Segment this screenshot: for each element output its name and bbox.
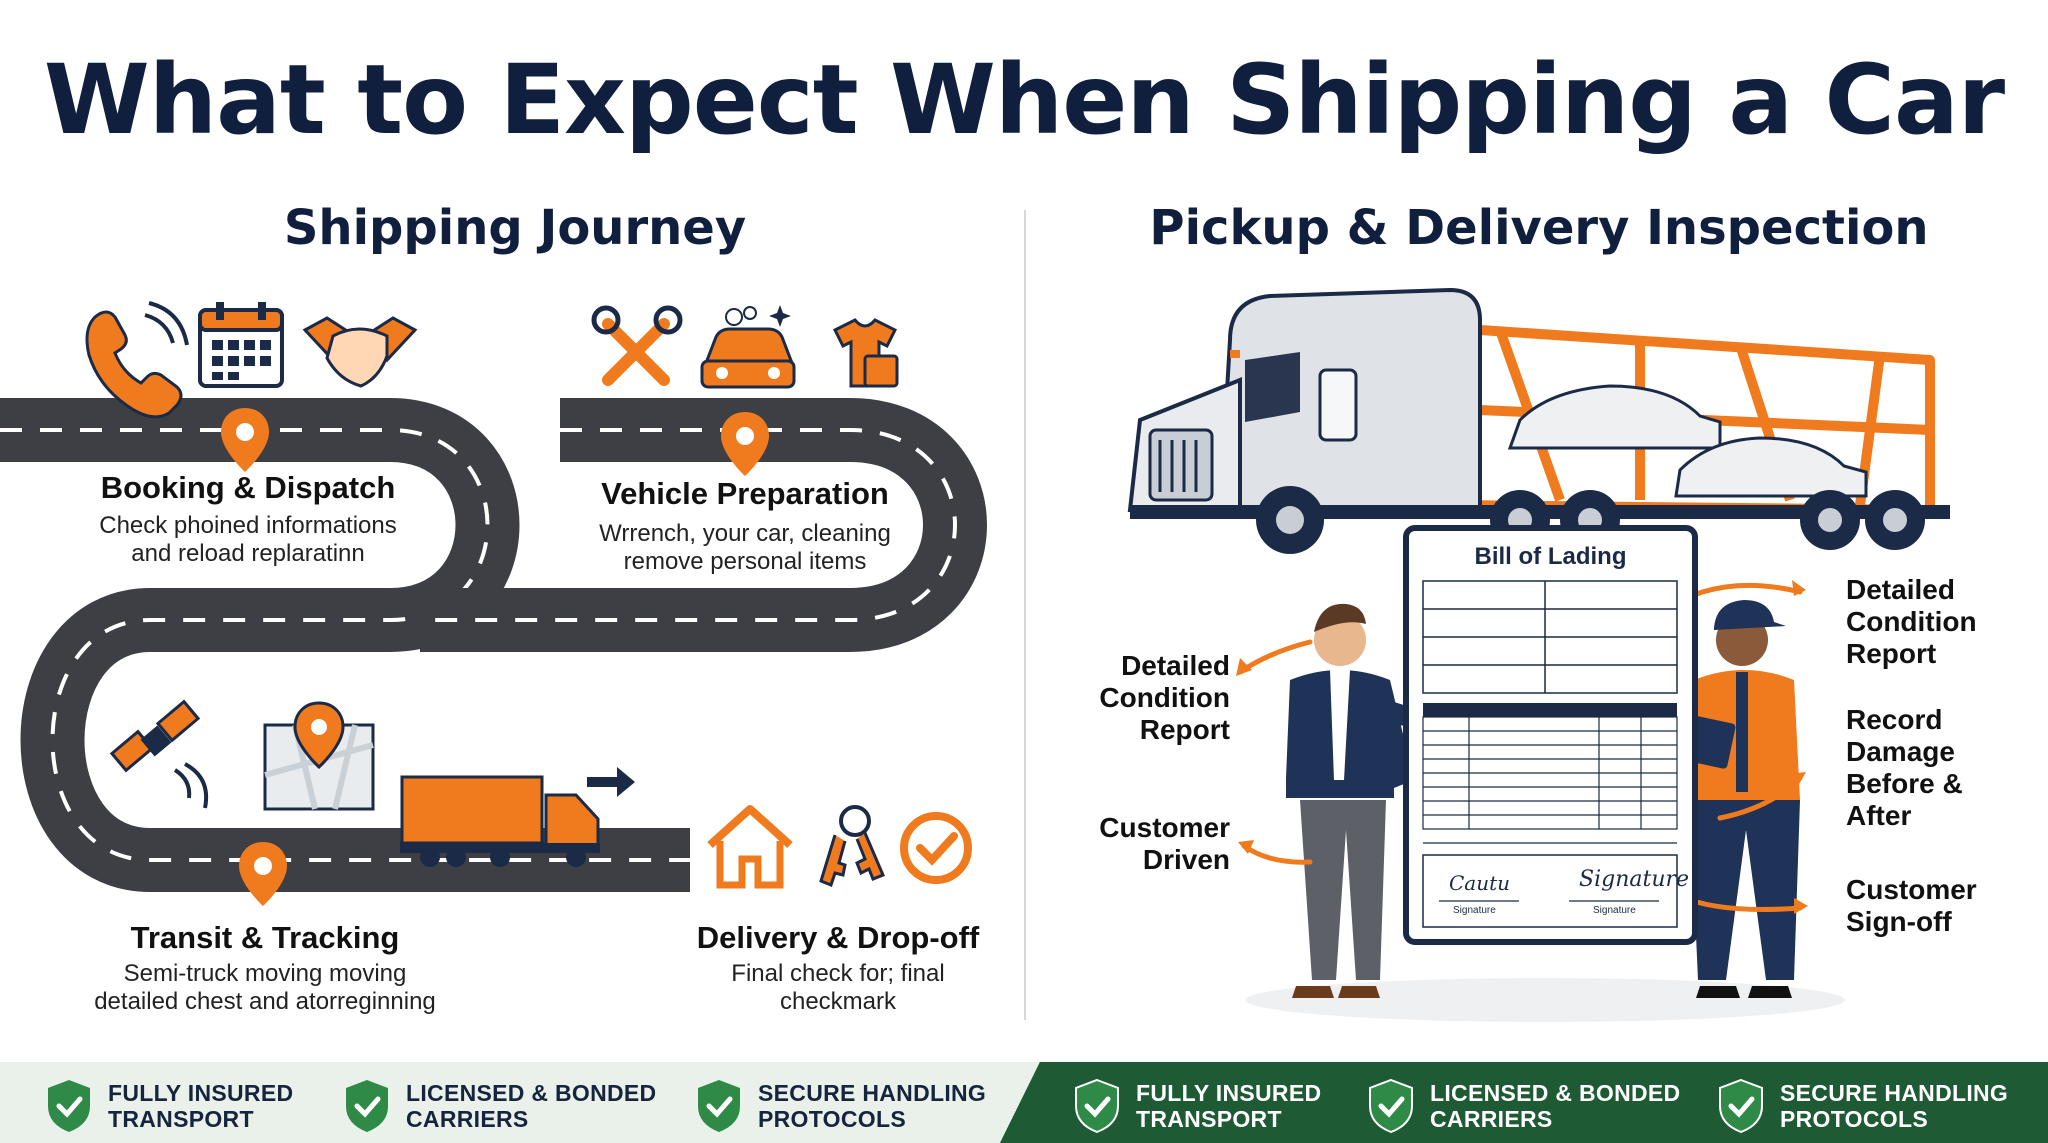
car-hauler-truck [1127,287,1950,554]
journey-section-title: Shipping Journey [283,200,747,256]
signature-script-right: Signature [1579,867,1690,892]
car-wash-icon [700,305,796,389]
handshake-icon [302,316,418,388]
shield-check-icon [1369,1078,1413,1134]
stage-title-booking: Booking & Dispatch [100,470,396,505]
stage-title-preparation: Vehicle Preparation [601,476,889,511]
stage-title-delivery: Delivery & Drop-off [696,920,980,955]
document-title: Bill of Lading [1474,543,1627,570]
inspection-section-title: Pickup & Delivery Inspection [1149,200,1929,256]
shield-check-icon [346,1080,388,1132]
road-pin-icon [221,408,769,906]
signature-script-left: Cautu [1449,871,1511,895]
tools-icon [591,305,683,386]
arrow-heads [1236,580,1808,914]
phone-icon [85,301,189,419]
checkmark-icon [900,812,972,884]
shield-check-icon [48,1080,90,1132]
section-divider [1024,210,1026,1020]
truck-icon [400,775,600,867]
clothing-icon [832,318,899,388]
shield-check-icon [698,1080,740,1132]
winding-road [0,398,987,892]
keys-icon [819,805,885,887]
signature-label-right: Signature [1593,905,1636,916]
calendar-icon [198,302,284,388]
main-title: What to Expect When Shipping a Car [43,44,2005,156]
satellite-icon [109,699,208,809]
bill-of-lading-document: Bill of Lading Cautu Signature Signature… [1403,525,1698,945]
signature-label-left: Signature [1453,905,1496,916]
driver-figure [1672,600,1800,998]
shield-check-icon [1075,1078,1119,1134]
house-icon [707,805,793,889]
ground-shadow [1245,978,1845,1022]
map-icon [263,701,375,811]
badge-bar [0,1062,2048,1143]
document-form-lines [1422,580,1678,928]
shield-check-icon [1719,1078,1763,1134]
arrow-right-icon [587,767,635,797]
stage-title-transit: Transit & Tracking [130,920,400,955]
